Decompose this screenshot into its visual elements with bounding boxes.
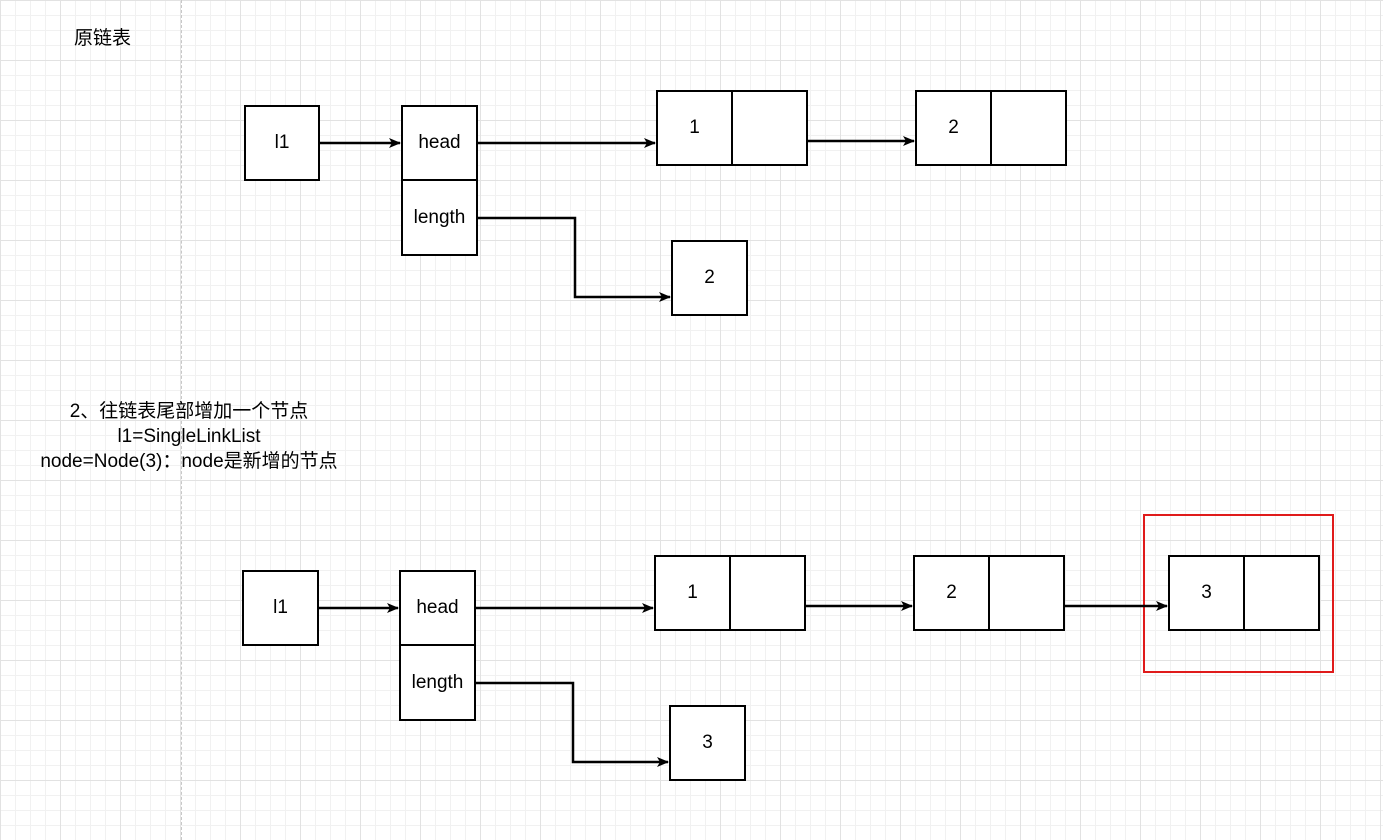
section2-desc-line1: 2、往链表尾部增加一个节点 — [69, 401, 309, 422]
section2-var-label: l1 — [273, 597, 288, 618]
guide-line — [181, 0, 182, 840]
section1-node-1: 1 — [656, 90, 808, 166]
section1-length-value: 2 — [704, 267, 715, 288]
section2-node-1-data: 1 — [656, 557, 731, 629]
section2-desc-line2: l1=SingleLinkList — [117, 426, 261, 447]
section2-length-cell: length — [399, 644, 476, 721]
section1-length-value-box: 2 — [671, 240, 748, 316]
arrow-s1-length-to-value — [478, 216, 671, 302]
section2-node-3-new: 3 — [1168, 555, 1320, 631]
section2-description: 2、往链表尾部增加一个节点 l1=SingleLinkList node=Nod… — [0, 399, 378, 474]
section2-node-3-data: 3 — [1170, 557, 1245, 629]
section2-node-2: 2 — [913, 555, 1065, 631]
arrow-s2-length-to-value — [476, 681, 669, 767]
section2-desc-line3: node=Node(3)：node是新增的节点 — [40, 451, 338, 472]
section2-var-box: l1 — [242, 570, 319, 646]
section1-var-box: l1 — [244, 105, 320, 181]
section1-node-2-data: 2 — [917, 92, 992, 164]
section2-node-2-data: 2 — [915, 557, 990, 629]
section2-head-label: head — [416, 597, 459, 618]
section1-head-label: head — [418, 132, 461, 153]
new-node-highlight — [1143, 514, 1334, 673]
section1-node-1-data: 1 — [658, 92, 733, 164]
section2-length-label: length — [411, 671, 464, 693]
section1-title: 原链表 — [74, 28, 132, 49]
section2-length-value-box: 3 — [669, 705, 746, 781]
section1-node-2: 2 — [915, 90, 1067, 166]
section1-head-cell: head — [401, 105, 478, 181]
section1-length-label: length — [413, 206, 466, 228]
section1-var-label: l1 — [274, 132, 290, 153]
section1-length-cell: length — [401, 179, 478, 256]
section2-node-1: 1 — [654, 555, 806, 631]
section2-length-value: 3 — [702, 732, 713, 753]
